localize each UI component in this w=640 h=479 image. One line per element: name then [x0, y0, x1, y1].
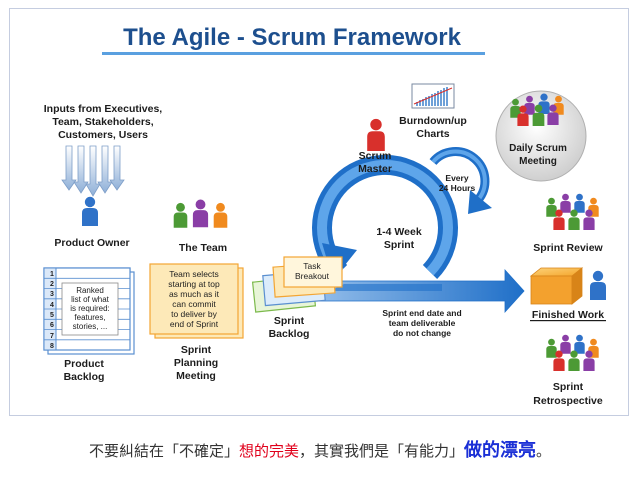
- backlog-row-number: 4: [50, 302, 54, 309]
- caption-part-5: 。: [536, 442, 552, 460]
- every-label-1: Every: [445, 173, 468, 183]
- sprint-planning-label-2: Planning: [174, 357, 218, 369]
- finished-work-underline: [530, 320, 606, 322]
- planning-note-line: to deliver by: [171, 309, 218, 319]
- daily-loop-arrow: [429, 147, 492, 214]
- product-owner-icon: [82, 196, 98, 226]
- inputs-label-1: Inputs from Executives,: [44, 103, 163, 115]
- inputs-label-3: Customers, Users: [58, 129, 148, 141]
- sprint-loop-label-2: Sprint: [384, 239, 415, 251]
- burndown-label-2: Charts: [416, 128, 449, 140]
- inputs-label-2: Team, Stakeholders,: [52, 116, 153, 128]
- product-backlog-label-1: Product: [64, 358, 104, 370]
- product-backlog-list: 1 2 3 4 5 6 7 8 Ranked list of what is r…: [43, 267, 135, 355]
- sprint-planning-label-1: Sprint: [181, 344, 212, 356]
- finished-work-person-icon: [590, 270, 606, 300]
- sprint-review-label: Sprint Review: [533, 242, 603, 254]
- team-member-icon: [213, 202, 228, 228]
- backlog-row-number: 1: [50, 271, 54, 278]
- task-breakout-label-2: Breakout: [295, 271, 330, 281]
- planning-note-line: as much as it: [169, 289, 220, 299]
- diagram-title: The Agile - Scrum Framework: [123, 24, 462, 51]
- burndown-label-1: Burndown/up: [399, 115, 467, 127]
- sprint-end-line-3: do not change: [393, 328, 451, 338]
- backlog-note-line: Ranked: [76, 286, 104, 295]
- sprint-loop-label-1: 1-4 Week: [376, 226, 421, 238]
- inputs-funnel-arrows: [61, 145, 125, 197]
- backlog-note-line: stories, ...: [73, 322, 108, 331]
- caption-part-4: 做的漂亮: [464, 440, 537, 461]
- caption-part-3: ，其實我們是「有能力」: [299, 442, 465, 460]
- backlog-note-line: list of what: [71, 295, 110, 304]
- backlog-row-number: 8: [50, 343, 54, 350]
- sprint-retro-people-icon: [546, 334, 599, 371]
- backlog-row-number: 7: [50, 333, 54, 340]
- backlog-row-number: 2: [50, 281, 54, 288]
- scrum-master-label-1: Scrum: [359, 150, 392, 162]
- sprint-retro-label-1: Sprint: [553, 381, 584, 393]
- finished-work-label: Finished Work: [532, 309, 604, 321]
- sprint-end-line-1: Sprint end date and: [382, 308, 461, 318]
- product-backlog-label-2: Backlog: [64, 371, 105, 383]
- backlog-note-line: is required:: [70, 304, 110, 313]
- scrum-master-icon: [367, 118, 385, 151]
- burndown-chart-icon: [411, 83, 455, 109]
- planning-note-line: can commit: [172, 299, 216, 309]
- backlog-row-number: 3: [50, 291, 54, 298]
- sprint-retro-label-2: Retrospective: [533, 395, 603, 407]
- the-team-label: The Team: [179, 242, 227, 254]
- sprint-backlog-label-2: Backlog: [269, 328, 310, 340]
- sprint-review-people-icon: [546, 193, 599, 230]
- caption-part-1: 不要糾結在「不確定」: [88, 442, 239, 460]
- sprint-planning-note: Team selects starting at top as much as …: [149, 263, 244, 339]
- task-breakout-label-1: Task: [303, 261, 321, 271]
- sprint-backlog-cards: [251, 256, 343, 313]
- backlog-note-line: features,: [74, 313, 105, 322]
- caption-part-2: 想的完美: [238, 442, 299, 460]
- scrum-master-label-2: Master: [358, 163, 392, 175]
- backlog-row-number: 5: [50, 312, 54, 319]
- sprint-end-line-2: team deliverable: [389, 318, 456, 328]
- daily-scrum-label-2: Meeting: [519, 156, 557, 167]
- planning-note-line: end of Sprint: [170, 319, 219, 329]
- scrum-framework-diagram: The Agile - Scrum Framework Inputs from …: [43, 24, 606, 407]
- planning-note-line: starting at top: [168, 279, 220, 289]
- product-owner-label: Product Owner: [54, 237, 129, 249]
- team-member-icon: [192, 199, 209, 228]
- sprint-backlog-label-1: Sprint: [274, 315, 305, 327]
- finished-work-box-icon: [529, 267, 584, 305]
- sprint-planning-label-3: Meeting: [176, 370, 216, 382]
- backlog-row-number: 6: [50, 322, 54, 329]
- title-underline: [102, 52, 485, 55]
- every-label-2: 24 Hours: [439, 183, 476, 193]
- caption-text: 不要糾結在「不確定」想的完美，其實我們是「有能力」做的漂亮。: [0, 436, 640, 462]
- team-member-icon: [173, 202, 188, 228]
- planning-note-line: Team selects: [169, 269, 219, 279]
- daily-scrum-label-1: Daily Scrum: [509, 143, 567, 154]
